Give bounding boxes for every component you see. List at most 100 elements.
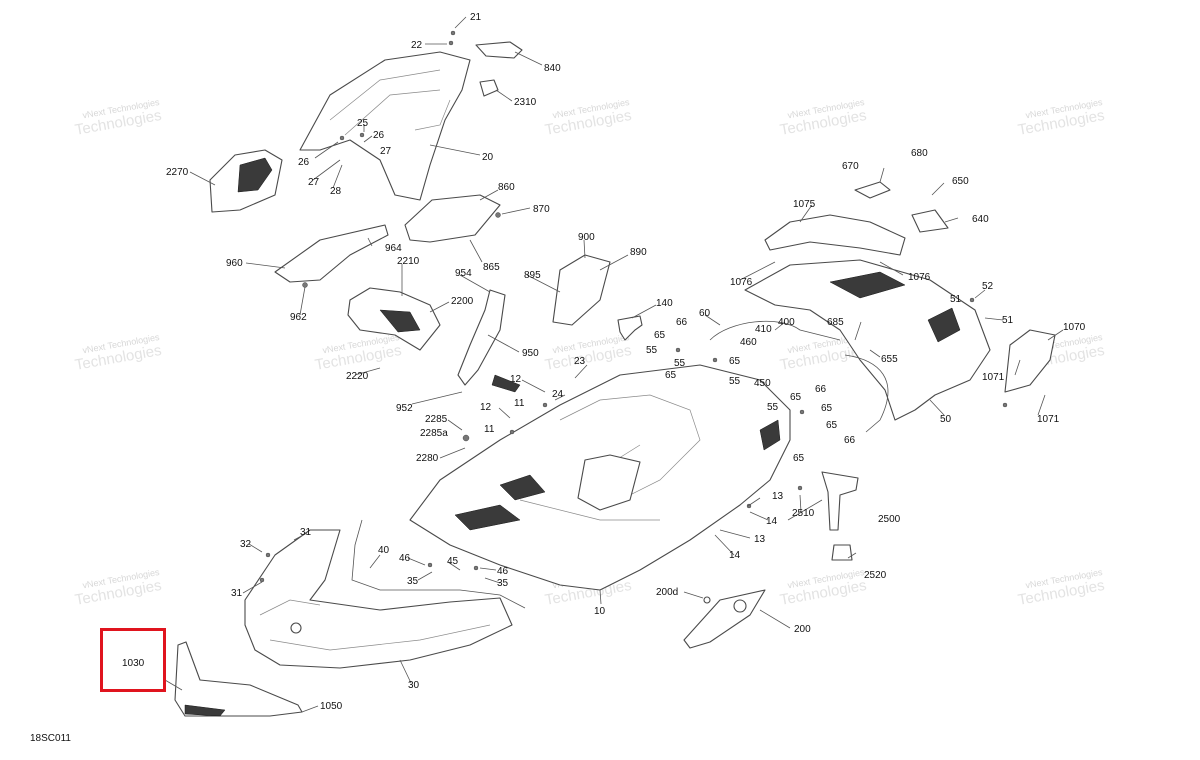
callout[interactable]: 65	[793, 453, 805, 464]
callout[interactable]: 450	[754, 378, 771, 389]
callout[interactable]: 2210	[397, 256, 420, 267]
callout[interactable]: 960	[226, 258, 243, 269]
part-30[interactable]	[244, 529, 513, 669]
callout[interactable]: 865	[483, 262, 500, 273]
part-2500[interactable]	[821, 471, 859, 531]
callout[interactable]: 65	[665, 370, 677, 381]
part-860[interactable]	[404, 194, 501, 243]
part-960[interactable]	[274, 224, 389, 283]
part-890[interactable]	[552, 254, 611, 326]
part-2520[interactable]	[831, 544, 853, 561]
callout[interactable]: 650	[952, 176, 969, 187]
callout[interactable]: 2285	[425, 414, 448, 425]
callout[interactable]: 31	[231, 588, 243, 599]
callout[interactable]: 1050	[320, 701, 343, 712]
callout[interactable]: 13	[754, 534, 766, 545]
part-200d[interactable]	[703, 596, 711, 604]
callout[interactable]: 964	[385, 243, 402, 254]
callout[interactable]: 35	[497, 578, 509, 589]
callout[interactable]: 46	[497, 566, 509, 577]
part-1070[interactable]	[1004, 329, 1056, 393]
callout[interactable]: 900	[578, 232, 595, 243]
callout[interactable]: 52	[982, 281, 994, 292]
callout[interactable]: 14	[766, 516, 778, 527]
callout[interactable]: 27	[380, 146, 392, 157]
callout[interactable]: 26	[373, 130, 385, 141]
callout[interactable]: 950	[522, 348, 539, 359]
part-2310[interactable]	[479, 79, 499, 97]
callout[interactable]: 65	[821, 403, 833, 414]
callout[interactable]: 670	[842, 161, 859, 172]
callout[interactable]: 55	[767, 402, 779, 413]
callout[interactable]: 65	[729, 356, 741, 367]
callout[interactable]: 12	[480, 402, 492, 413]
callout[interactable]: 40	[378, 545, 390, 556]
callout[interactable]: 35	[407, 576, 419, 587]
callout[interactable]: 13	[772, 491, 784, 502]
callout[interactable]: 30	[408, 680, 420, 691]
callout[interactable]: 200	[794, 624, 811, 635]
callout[interactable]: 640	[972, 214, 989, 225]
callout[interactable]: 45	[447, 556, 459, 567]
callout[interactable]: 66	[815, 384, 827, 395]
callout[interactable]: 680	[911, 148, 928, 159]
callout[interactable]: 60	[699, 308, 711, 319]
callout[interactable]: 2270	[166, 167, 189, 178]
callout[interactable]: 870	[533, 204, 550, 215]
callout[interactable]: 50	[940, 414, 952, 425]
callout[interactable]: 860	[498, 182, 515, 193]
callout[interactable]: 655	[881, 354, 898, 365]
callout[interactable]: 65	[790, 392, 802, 403]
callout[interactable]: 2200	[451, 296, 474, 307]
part-140[interactable]	[617, 315, 643, 341]
part-20[interactable]	[299, 51, 471, 201]
callout[interactable]: 20	[482, 152, 494, 163]
callout[interactable]: 26	[298, 157, 310, 168]
callout[interactable]: 22	[411, 40, 423, 51]
callout[interactable]: 1076	[908, 272, 931, 283]
callout[interactable]: 685	[827, 317, 844, 328]
callout[interactable]: 12	[510, 374, 522, 385]
callout[interactable]: 25	[357, 118, 369, 129]
callout[interactable]: 23	[574, 356, 586, 367]
callout[interactable]: 1070	[1063, 322, 1086, 333]
callout[interactable]: 32	[240, 539, 252, 550]
callout[interactable]: 1071	[982, 372, 1005, 383]
callout[interactable]: 954	[455, 268, 472, 279]
callout[interactable]: 24	[552, 389, 564, 400]
callout[interactable]: 28	[330, 186, 342, 197]
callout[interactable]: 10	[594, 606, 606, 617]
callout[interactable]: 65	[654, 330, 666, 341]
callout[interactable]: 11	[514, 398, 525, 409]
callout[interactable]: 2310	[514, 97, 537, 108]
part-1030[interactable]	[174, 641, 303, 717]
callout[interactable]: 31	[300, 527, 312, 538]
callout[interactable]: 400	[778, 317, 795, 328]
part-50[interactable]	[744, 259, 991, 421]
highlight-callout[interactable]: 1030	[122, 658, 145, 669]
part-840[interactable]	[475, 41, 523, 59]
callout[interactable]: 55	[674, 358, 686, 369]
callout[interactable]: 140	[656, 298, 673, 309]
callout[interactable]: 895	[524, 270, 541, 281]
callout[interactable]: 952	[396, 403, 413, 414]
callout[interactable]: 55	[646, 345, 658, 356]
callout[interactable]: 66	[844, 435, 856, 446]
callout[interactable]: 51	[1002, 315, 1014, 326]
part-640[interactable]	[911, 209, 949, 233]
callout[interactable]: 27	[308, 177, 320, 188]
callout[interactable]: 962	[290, 312, 307, 323]
callout[interactable]: 11	[484, 424, 495, 435]
callout[interactable]: 46	[399, 553, 411, 564]
callout[interactable]: 460	[740, 337, 757, 348]
callout[interactable]: 410	[755, 324, 772, 335]
callout[interactable]: 66	[676, 317, 688, 328]
callout[interactable]: 840	[544, 63, 561, 74]
part-200[interactable]	[683, 589, 766, 649]
callout[interactable]: 2280	[416, 453, 439, 464]
callout[interactable]: 890	[630, 247, 647, 258]
callout[interactable]: 200d	[656, 587, 678, 598]
callout[interactable]: 14	[729, 550, 741, 561]
callout[interactable]: 2510	[792, 508, 815, 519]
callout[interactable]: 51	[950, 294, 962, 305]
